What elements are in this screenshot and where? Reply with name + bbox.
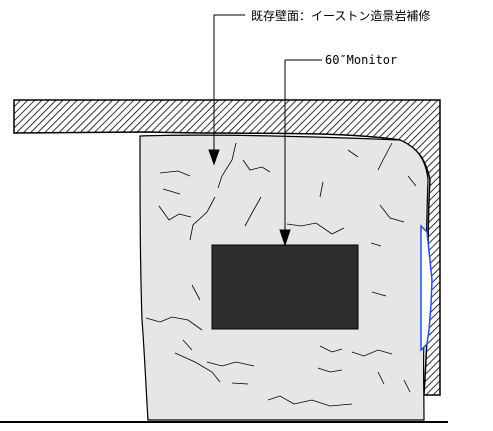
- blue-edge-line: [420, 224, 433, 352]
- monitor-leader: [279, 59, 322, 247]
- rock-texture: [145, 142, 417, 407]
- monitor-rect: [211, 244, 359, 330]
- wall-finish-leader: [208, 14, 245, 166]
- monitor-label: 60″Monitor: [325, 53, 397, 67]
- wall-finish-label: 既存壁面：イーストン造景岩補修: [251, 8, 430, 23]
